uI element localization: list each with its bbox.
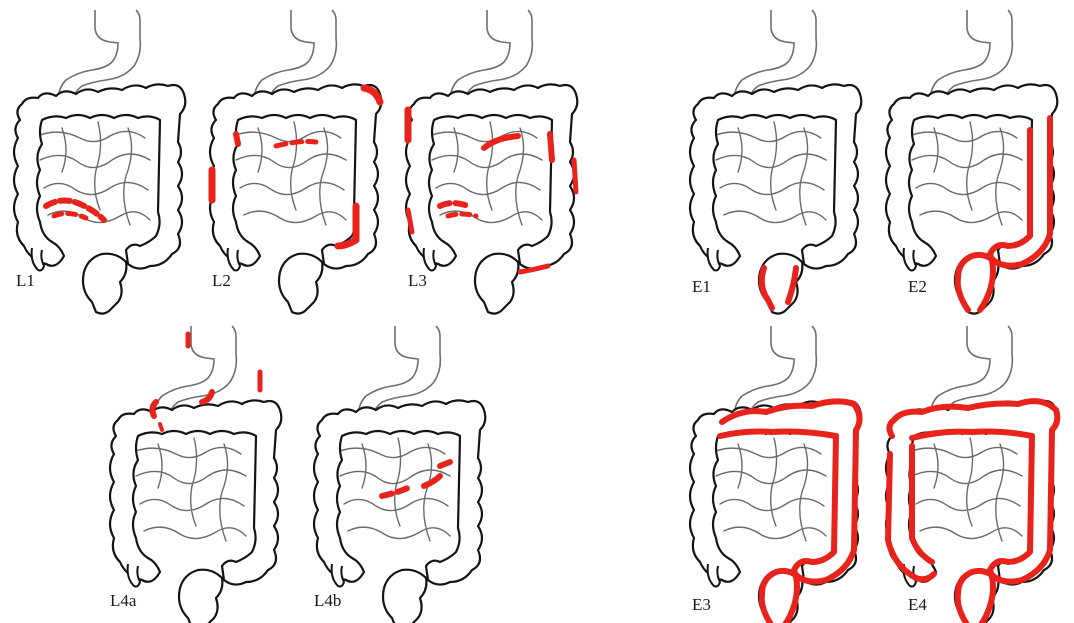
panel-label: E2 bbox=[908, 277, 927, 296]
panel-L4b: L4b bbox=[314, 326, 485, 623]
panel-label: L3 bbox=[408, 271, 427, 290]
panel-label: L1 bbox=[16, 271, 35, 290]
panel-label: L4b bbox=[314, 591, 341, 610]
panel-label: E4 bbox=[908, 595, 927, 614]
panel-E3: E3 bbox=[690, 326, 861, 623]
panel-L2: L2 bbox=[210, 10, 381, 314]
panel-E2: E2 bbox=[886, 10, 1057, 314]
panel-label: L2 bbox=[212, 271, 231, 290]
panel-label: E3 bbox=[692, 595, 711, 614]
panel-E4: E4 bbox=[886, 326, 1057, 623]
panel-label: L4a bbox=[110, 591, 137, 610]
panel-E1: E1 bbox=[690, 10, 861, 314]
panel-L3: L3 bbox=[406, 10, 577, 314]
panel-label: E1 bbox=[692, 277, 711, 296]
panel-L4a: L4a bbox=[110, 326, 281, 623]
panel-L1: L1 bbox=[14, 10, 185, 314]
